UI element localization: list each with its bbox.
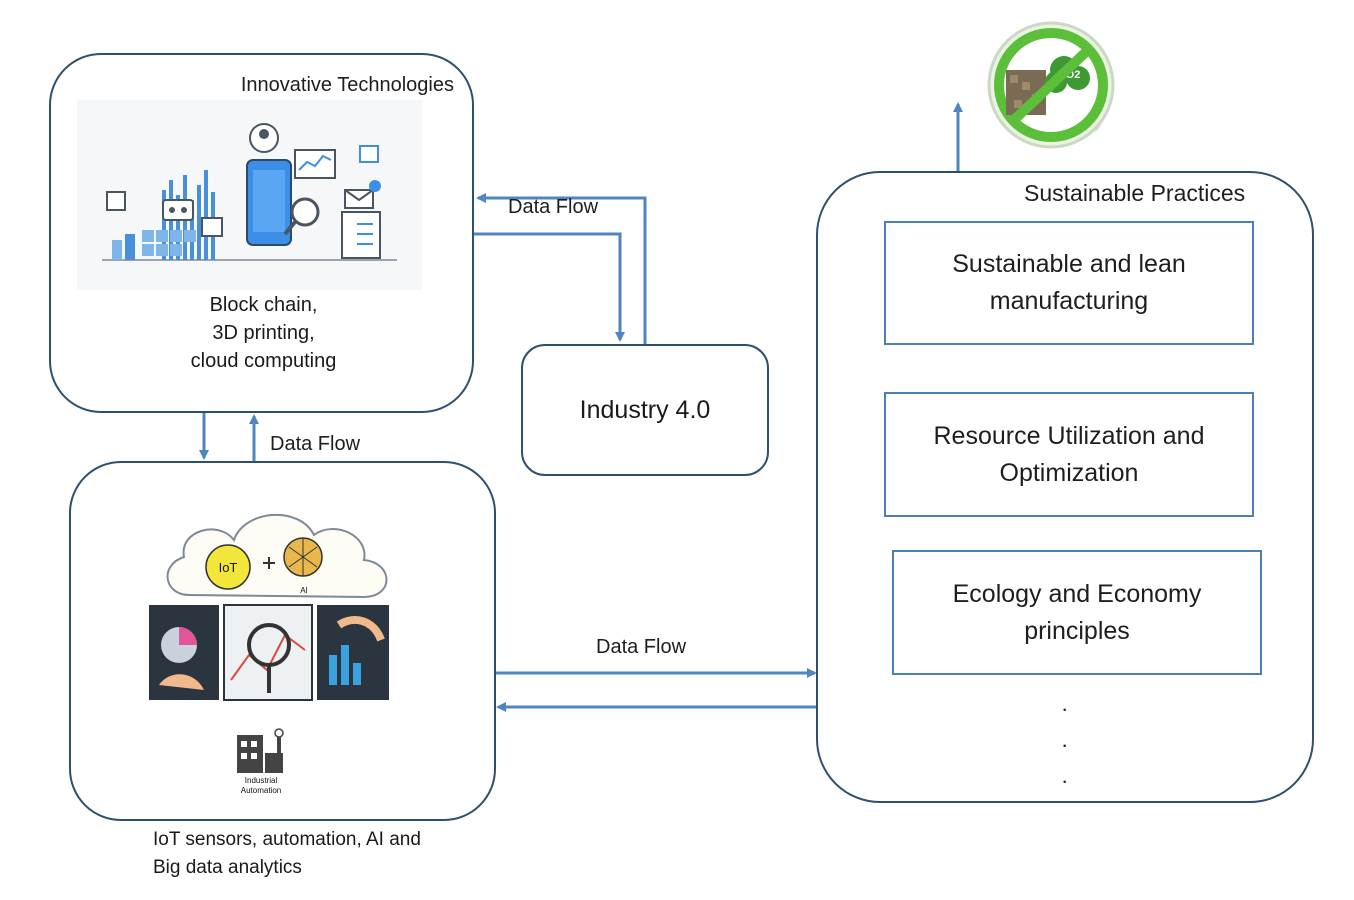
caption-line: Big data analytics bbox=[153, 857, 302, 878]
ai-label: AI bbox=[300, 586, 308, 595]
iot-badge-text: IoT bbox=[219, 560, 238, 575]
iot-caption: IoT sensors, automation, AI and Big data… bbox=[153, 826, 421, 882]
iot-ai-box: IoT AI Industrial Automation bbox=[69, 461, 496, 821]
co2-badge-icon: CO2 bbox=[987, 21, 1115, 149]
flow-arrow-industry-to-innovative bbox=[476, 193, 647, 344]
practice-box-3: Ecology and Economy principles bbox=[892, 550, 1262, 675]
iot-ai-illustration: IoT AI Industrial Automation bbox=[149, 513, 389, 795]
caption-line: 3D printing, bbox=[212, 322, 315, 344]
data-flow-label-top: Data Flow bbox=[508, 196, 599, 218]
practice-line: manufacturing bbox=[989, 287, 1149, 315]
practice-line: Ecology and Economy bbox=[952, 579, 1202, 608]
automation-label-1: Industrial bbox=[245, 776, 278, 785]
automation-label-2: Automation bbox=[241, 786, 281, 795]
sustainable-practices-title: Sustainable Practices bbox=[1024, 180, 1246, 206]
innovative-technologies-box: Innovative Technologies bbox=[49, 53, 474, 413]
ellipsis-dot: · bbox=[1061, 696, 1069, 721]
caption-line: cloud computing bbox=[190, 350, 337, 372]
practice-box-1: Sustainable and lean manufacturing bbox=[884, 221, 1254, 345]
industry-4-box: Industry 4.0 bbox=[521, 344, 769, 476]
ellipsis-dot: · bbox=[1061, 732, 1069, 757]
innovative-technologies-caption: Block chain, 3D printing, cloud computin… bbox=[51, 291, 476, 375]
caption-line: Block chain, bbox=[209, 294, 318, 316]
caption-line: IoT sensors, automation, AI and bbox=[153, 829, 421, 850]
practice-line: Sustainable and lean bbox=[952, 250, 1186, 278]
data-flow-label-bottom: Data Flow bbox=[596, 636, 687, 658]
industry-4-label: Industry 4.0 bbox=[579, 395, 711, 424]
data-flow-label-left: Data Flow bbox=[270, 433, 361, 455]
practice-line: Resource Utilization and bbox=[933, 421, 1205, 450]
innovative-technologies-illustration bbox=[77, 100, 422, 290]
innovative-technologies-title: Innovative Technologies bbox=[240, 74, 454, 96]
ellipsis-dot: · bbox=[1061, 768, 1069, 793]
practice-line: principles bbox=[1024, 616, 1130, 645]
practice-line: Optimization bbox=[999, 458, 1139, 487]
flow-arrow-innovative-to-industry bbox=[474, 232, 625, 342]
